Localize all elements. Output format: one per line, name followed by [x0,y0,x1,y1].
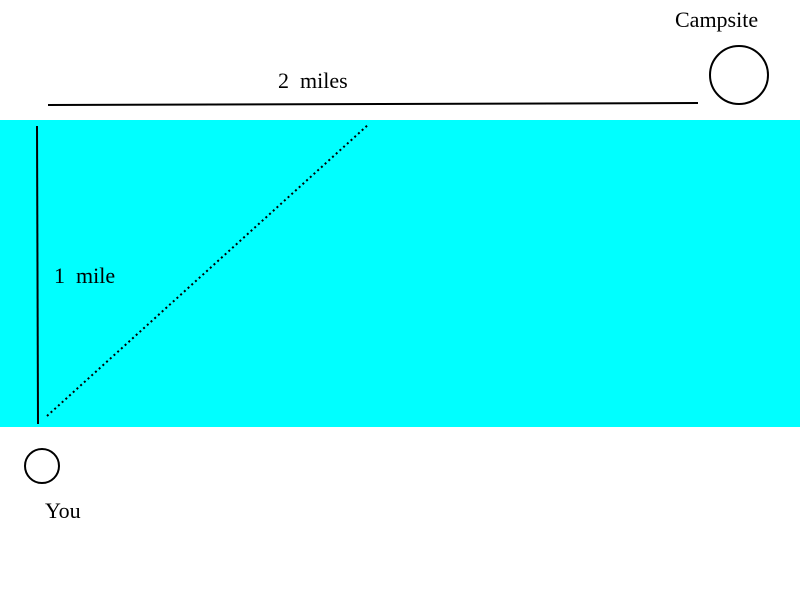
campsite-marker [709,45,769,105]
horizontal-distance-line [47,102,699,106]
you-label: You [45,498,81,523]
you-marker [24,448,60,484]
campsite-label: Campsite [675,7,758,32]
vertical-distance-line [36,125,39,425]
horizontal-distance-label: 2 miles [278,68,348,93]
river-band [0,120,800,427]
vertical-distance-label: 1 mile [54,263,115,288]
